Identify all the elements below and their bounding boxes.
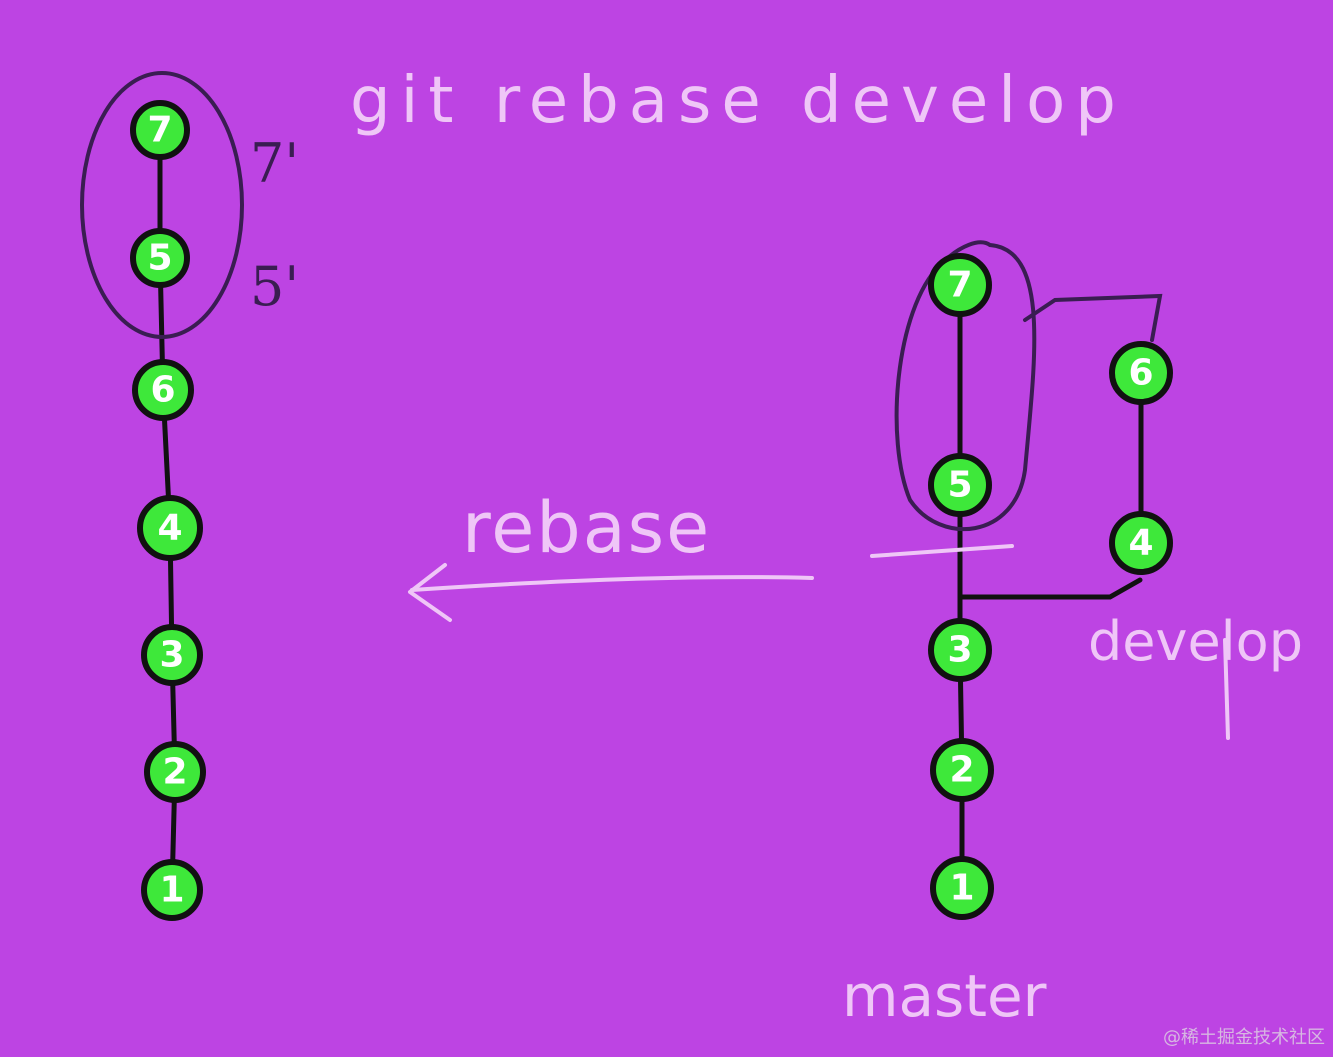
svg-text:6: 6 (150, 370, 175, 411)
label-5-prime: 5' (250, 255, 299, 318)
left-commit-3: 3 (141, 624, 203, 686)
svg-text:3: 3 (947, 630, 972, 671)
svg-text:2: 2 (162, 752, 187, 793)
svg-text:3: 3 (159, 635, 184, 676)
svg-text:7: 7 (947, 265, 972, 306)
master-branch-label: master (842, 962, 1047, 1030)
svg-text:5: 5 (947, 465, 972, 506)
right-commit-1: 1 (930, 856, 994, 920)
left-commit-6: 6 (132, 359, 194, 421)
command-title: git rebase develop (350, 64, 1126, 138)
left-commit-4: 4 (137, 495, 203, 561)
left-commit-5: 5 (130, 228, 190, 288)
left-commit-1: 1 (141, 859, 203, 921)
svg-text:2: 2 (949, 750, 974, 791)
right-develop-commit-6: 6 (1109, 341, 1173, 405)
svg-text:1: 1 (949, 868, 974, 909)
svg-text:4: 4 (157, 508, 182, 549)
right-develop-commit-4: 4 (1109, 511, 1173, 575)
svg-text:1: 1 (159, 870, 184, 911)
rebase-arrow-label: rebase (462, 487, 711, 569)
svg-text:7: 7 (147, 110, 172, 151)
right-commit-2: 2 (930, 738, 994, 802)
rebase-arrow (408, 563, 814, 622)
label-7-prime: 7' (250, 132, 299, 195)
right-commit-7: 7 (928, 253, 992, 317)
svg-text:6: 6 (1128, 353, 1153, 394)
left-commit-7: 7 (130, 100, 190, 160)
svg-text:4: 4 (1128, 523, 1153, 564)
right-commit-3: 3 (928, 618, 992, 682)
watermark: @稀土掘金技术社区 (1163, 1027, 1325, 1048)
develop-label-descender (1223, 638, 1230, 740)
svg-text:5: 5 (147, 238, 172, 279)
left-rebased-group-outline (80, 71, 244, 339)
cut-mark (870, 544, 1014, 558)
left-commit-2: 2 (144, 741, 206, 803)
develop-branch-label: develop (1088, 610, 1303, 673)
right-commit-5: 5 (928, 453, 992, 517)
